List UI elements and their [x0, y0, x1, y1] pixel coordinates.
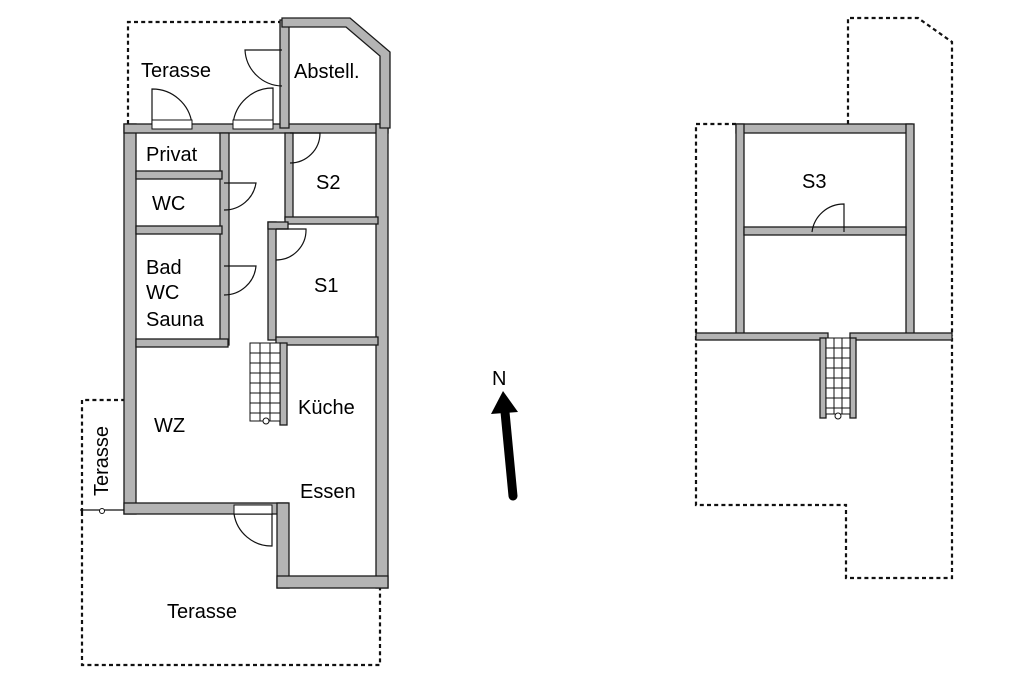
terrace-left-outline: [80, 398, 124, 512]
room-label-abstell: Abstell.: [294, 61, 360, 83]
upper-floor-walls: [695, 123, 953, 419]
upper-floor-stairs: [825, 337, 851, 420]
room-label-terasse-bottom: Terasse: [167, 601, 237, 623]
doors: [80, 49, 321, 547]
room-label-s1: S1: [314, 275, 338, 297]
room-label-s3: S3: [802, 171, 826, 193]
room-label-terasse-left: Terasse: [91, 426, 113, 496]
room-label-wz: WZ: [154, 415, 185, 437]
room-label-kueche: Küche: [298, 397, 355, 419]
compass-label: N: [492, 368, 506, 390]
room-label-bad: Bad: [146, 257, 182, 279]
ground-floor-stairs: [249, 342, 281, 425]
room-label-sauna: Sauna: [146, 309, 205, 331]
upper-floor-outline-left: [694, 122, 954, 580]
room-label-bad-wc: WC: [146, 282, 179, 304]
room-label-s2: S2: [316, 172, 340, 194]
room-label-terasse-top: Terasse: [141, 60, 211, 82]
upper-floor-outline-top: [846, 16, 954, 336]
room-label-privat: Privat: [146, 144, 198, 166]
room-label-essen: Essen: [300, 481, 356, 503]
north-arrow: [491, 391, 518, 501]
terrace-top-outline: [126, 20, 282, 124]
room-label-wc: WC: [152, 193, 185, 215]
